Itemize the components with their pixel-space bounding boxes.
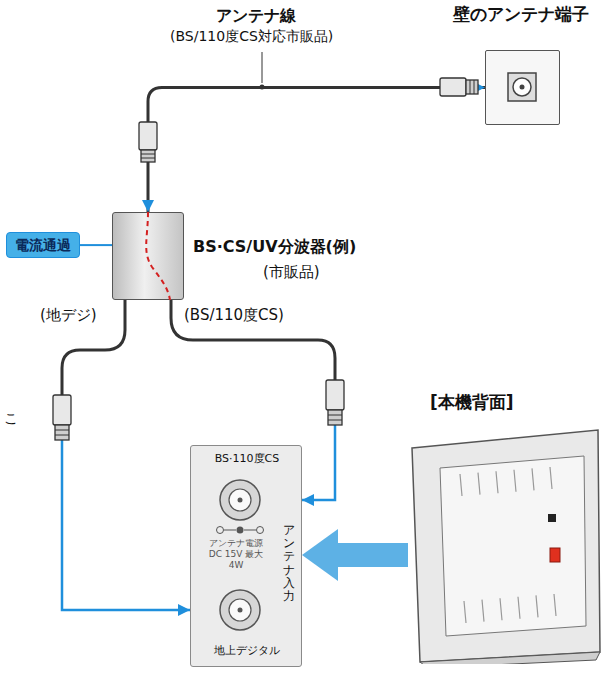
- f-plug: [440, 78, 478, 96]
- splitter-box: BS·CS/UV分波器(例)(市販品): [112, 212, 184, 300]
- leader-line: [262, 52, 263, 83]
- input-label: アンテナ入力: [283, 524, 295, 603]
- device-note: (市販品): [263, 263, 320, 281]
- cable-connector: [80, 245, 112, 246]
- f-plug: [139, 122, 157, 162]
- wall-terminal: 壁のアンテナ端子: [440, 4, 602, 129]
- polarity-symbol: [217, 527, 264, 534]
- callout-box: 電流通過: [6, 232, 80, 258]
- edge-label: (地デジ): [38, 306, 99, 324]
- tv-back: [本機背面]: [400, 392, 604, 664]
- jack-terrestrial: [220, 590, 260, 630]
- view-label: [本機背面]: [430, 392, 514, 412]
- edge-label: アンテナ線: [214, 6, 298, 25]
- f-plug: [53, 395, 71, 440]
- stray-mark: こ: [2, 410, 20, 427]
- jack-bs: [220, 480, 260, 520]
- terminal-label: 壁のアンテナ端子: [440, 4, 602, 24]
- f-plug: [326, 380, 344, 425]
- tv-drawing: [400, 426, 604, 664]
- device-name: BS·CS/UV分波器(例): [193, 237, 356, 256]
- wall-plate: [485, 50, 560, 125]
- antenna-input-panel: BS·110度CS アンテナ入力 アンテナ電源 DC 15V 最大 4W 地上デジタル: [190, 445, 302, 667]
- cable-connector: [62, 300, 190, 610]
- socket-icon: [486, 51, 558, 123]
- cable-note: (BS/110度CS対応市販品): [168, 28, 335, 45]
- callout-text: 電流通過: [15, 236, 71, 254]
- port-mark: [550, 548, 560, 562]
- cable-connector: [302, 529, 408, 581]
- cable-connector: [148, 88, 485, 213]
- edge-label: (BS/110度CS): [182, 306, 286, 324]
- jack-label: 地上デジタル: [191, 644, 303, 657]
- power-note: アンテナ電源 DC 15V 最大 4W: [203, 538, 269, 570]
- jack-label: BS·110度CS: [191, 452, 303, 465]
- leader-dot: [260, 85, 265, 90]
- current-path: [112, 212, 184, 300]
